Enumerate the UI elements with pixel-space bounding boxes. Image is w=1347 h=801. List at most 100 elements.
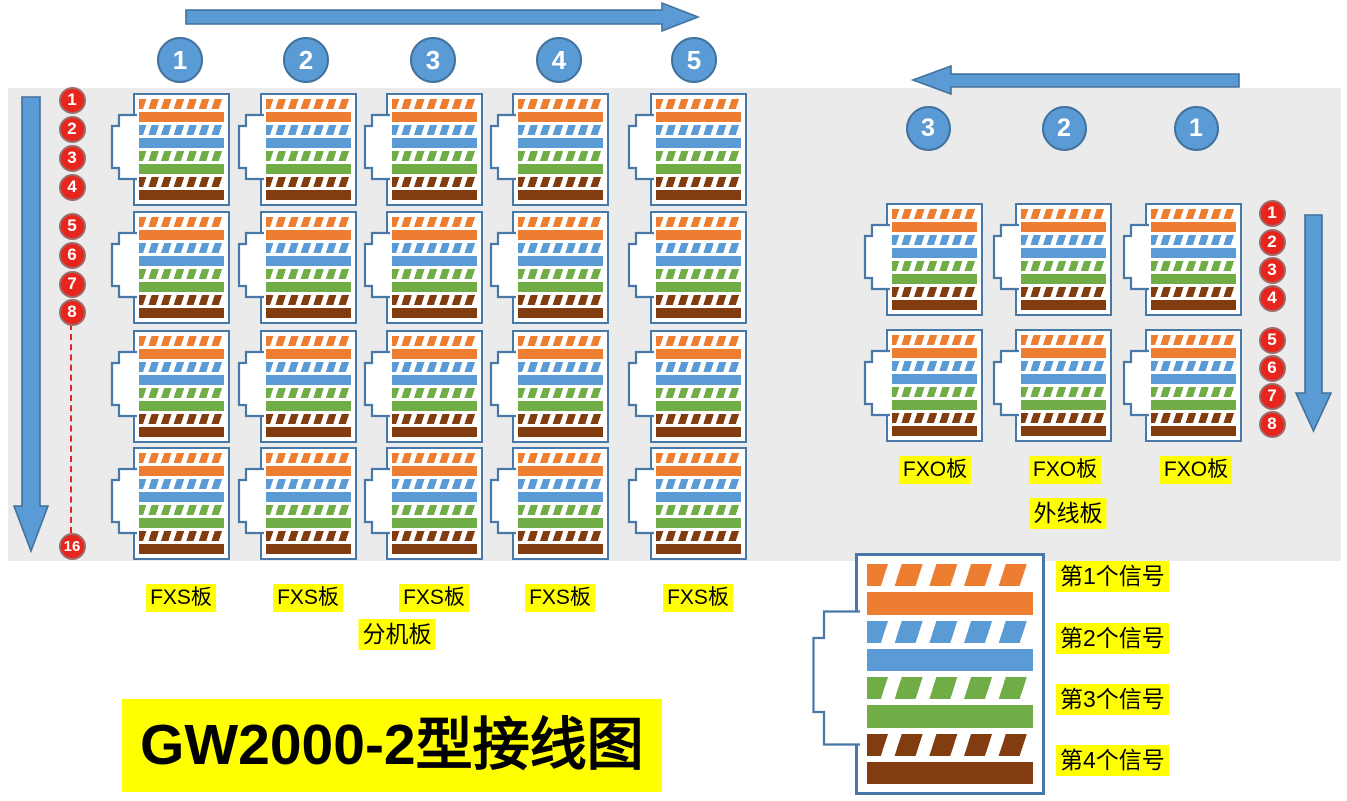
wire-band-orange-solid [892, 347, 977, 359]
plug-notch-icon [489, 113, 516, 181]
wire-band-blue-solid [1151, 373, 1236, 385]
wire-band-brown-solid [656, 426, 741, 437]
wire-band-orange-solid [266, 465, 351, 477]
wire-band-orange-stripe [392, 453, 477, 464]
wire-band-blue-solid [392, 374, 477, 386]
wire-band-brown-stripe [392, 176, 477, 188]
wire-band-brown-solid [656, 189, 741, 200]
wire-band-brown-stripe [1151, 286, 1236, 298]
wire-band-green-stripe [892, 260, 977, 272]
fxs-connector-col5-row1 [627, 93, 747, 206]
fxo-connector-col2-row1 [992, 203, 1112, 316]
wire-band-brown-solid [656, 307, 741, 318]
wire-band-orange-solid [656, 465, 741, 477]
wire-band-orange-stripe [139, 99, 224, 110]
wire-band-orange-solid [392, 111, 477, 123]
fxs-port-number-5: 5 [58, 212, 86, 240]
wire-band-green-solid [1021, 399, 1106, 411]
fxs-connector-col3-row3 [363, 330, 483, 443]
fxs-slot-number-2: 2 [283, 37, 329, 83]
wire-band-orange-stripe [139, 453, 224, 464]
plug-notch-icon [363, 467, 390, 535]
wire-band-brown-solid [392, 189, 477, 200]
wire-band-brown-solid [518, 426, 603, 437]
fxs-connector-col5-row4 [627, 447, 747, 560]
wire-band-blue-solid [139, 137, 224, 149]
wire-band-orange-stripe [392, 217, 477, 228]
wire-band-blue-solid [139, 255, 224, 267]
wire-band-blue-solid [656, 137, 741, 149]
fxs-port-number-16: 16 [58, 532, 86, 560]
wire-band-orange-solid [656, 229, 741, 241]
wire-band-brown-solid [266, 543, 351, 554]
legend-signal-label-4: 第4个信号 [1056, 745, 1169, 777]
wire-band-orange-stripe [1021, 209, 1106, 220]
fxs-connector-col1-row3 [110, 330, 230, 443]
wire-band-orange-stripe [392, 99, 477, 110]
plug-notch-icon [110, 231, 137, 299]
wire-band-blue-solid [656, 491, 741, 503]
plug-notch-icon [110, 113, 137, 181]
fxo-port-number-6: 6 [1258, 354, 1286, 382]
wire-band-orange-solid [1021, 221, 1106, 233]
wire-band-blue-stripe [139, 361, 224, 373]
wire-band-green-stripe [1151, 260, 1236, 272]
wire-band-blue-solid [139, 491, 224, 503]
wire-band-green-solid [518, 163, 603, 175]
fxs-connector-col4-row3 [489, 330, 609, 443]
wire-band-orange-stripe [392, 336, 477, 347]
wire-band-brown-stripe [392, 413, 477, 425]
wire-band-orange-stripe [892, 335, 977, 346]
flow-arrow-right-icon [185, 1, 701, 33]
wire-band-orange-stripe [656, 217, 741, 228]
fxs-port-number-1: 1 [58, 86, 86, 114]
wire-band-green-solid [266, 400, 351, 412]
fxo-port-number-4: 4 [1258, 284, 1286, 312]
fxs-board-label-5: FXS板 [663, 584, 733, 613]
wire-band-green-stripe [656, 268, 741, 280]
wire-band-brown-solid [892, 299, 977, 310]
wire-band-brown-solid [392, 307, 477, 318]
fxs-port-number-8: 8 [58, 298, 86, 326]
wire-band-orange-solid [392, 348, 477, 360]
fxs-slot-number-3: 3 [410, 37, 456, 83]
wire-band-brown-solid [266, 307, 351, 318]
wire-band-green-stripe [266, 387, 351, 399]
wire-band-brown-stripe [1021, 286, 1106, 298]
plug-notch-icon [237, 231, 264, 299]
wire-band-green-stripe [139, 268, 224, 280]
wire-band-blue-solid [1021, 247, 1106, 259]
fxs-connector-col2-row1 [237, 93, 357, 206]
wire-band-orange-stripe [656, 99, 741, 110]
fxo-slot-number-2: 2 [1041, 105, 1087, 151]
fxs-connector-col3-row4 [363, 447, 483, 560]
wire-band-brown-stripe [656, 413, 741, 425]
wire-band-brown-solid [518, 543, 603, 554]
wire-band-blue-solid [892, 247, 977, 259]
wire-band-green-solid [392, 517, 477, 529]
plug-notch-icon [110, 350, 137, 418]
plug-notch-icon [237, 467, 264, 535]
plug-notch-icon [489, 231, 516, 299]
wire-band-green-stripe [139, 150, 224, 162]
wire-band-brown-solid [656, 543, 741, 554]
wire-band-green-stripe [392, 387, 477, 399]
wire-band-brown-solid [392, 543, 477, 554]
fxs-connector-col3-row2 [363, 211, 483, 324]
wire-band-orange-solid [518, 465, 603, 477]
wire-band-blue-stripe [518, 478, 603, 490]
wire-band-brown-stripe [1151, 412, 1236, 424]
wire-band-green-solid [139, 163, 224, 175]
fxs-connector-col3-row1 [363, 93, 483, 206]
wire-band-green-solid [1151, 273, 1236, 285]
wire-band-brown-solid [892, 425, 977, 436]
wire-band-green-stripe [266, 504, 351, 516]
wire-band-blue-solid [266, 491, 351, 503]
wire-band-blue-stripe [392, 242, 477, 254]
legend-signal-label-2: 第2个信号 [1056, 623, 1169, 655]
wire-band-orange-stripe [139, 336, 224, 347]
wire-band-orange-stripe [139, 217, 224, 228]
wire-band-blue-solid [1151, 247, 1236, 259]
fxs-connector-col1-row2 [110, 211, 230, 324]
